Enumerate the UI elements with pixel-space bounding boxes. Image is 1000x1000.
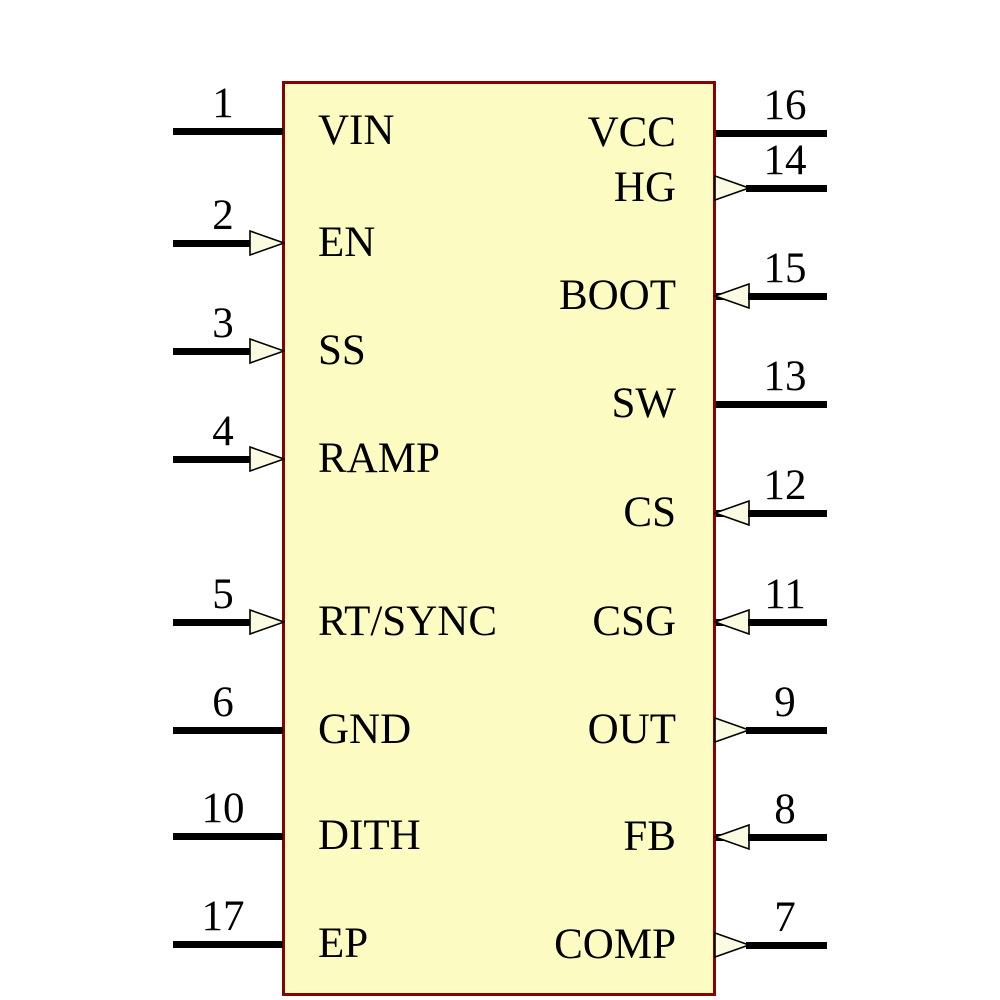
arrow-in-icon — [249, 608, 285, 636]
pin-number: 3 — [212, 300, 234, 347]
pin-label: CS — [623, 489, 676, 536]
pin-label: RT/SYNC — [318, 598, 498, 645]
pin-line — [716, 401, 827, 408]
pin-label: FB — [623, 813, 676, 860]
pin-label: EN — [318, 219, 376, 266]
pin-label: RAMP — [318, 435, 440, 482]
pin-number: 4 — [212, 408, 234, 455]
ic-body — [282, 81, 716, 996]
pin-label: HG — [613, 164, 676, 211]
pin-line — [173, 128, 283, 135]
arrow-in-icon — [714, 608, 750, 636]
pin-label: COMP — [554, 921, 676, 968]
arrow-out-icon — [714, 174, 750, 202]
pin-number: 1 — [212, 80, 234, 127]
pin-line — [748, 834, 827, 841]
pin-number: 7 — [774, 894, 796, 941]
pin-label: GND — [318, 706, 412, 753]
pin-line — [173, 833, 283, 840]
pin-line — [173, 348, 255, 355]
pin-label: SW — [611, 380, 677, 427]
pin-line — [746, 185, 827, 192]
pin-number: 8 — [774, 786, 796, 833]
pin-number: 5 — [212, 571, 234, 618]
pin-line — [748, 619, 827, 626]
arrow-in-icon — [714, 282, 750, 310]
pin-number: 16 — [763, 82, 807, 129]
pin-number: 10 — [201, 785, 245, 832]
pin-line — [173, 941, 283, 948]
pin-number: 12 — [763, 462, 807, 509]
pin-line — [746, 727, 827, 734]
pin-line — [716, 130, 827, 137]
pin-number: 15 — [763, 245, 807, 292]
pin-number: 14 — [763, 137, 807, 184]
pin-label: OUT — [587, 706, 676, 753]
arrow-out-icon — [714, 931, 750, 959]
arrow-in-icon — [249, 337, 285, 365]
pin-number: 17 — [201, 893, 245, 940]
arrow-in-icon — [714, 823, 750, 851]
pin-number: 11 — [764, 571, 806, 618]
pin-number: 13 — [763, 353, 807, 400]
pin-label: DITH — [318, 812, 421, 859]
pin-line — [748, 293, 827, 300]
pin-label: SS — [318, 327, 366, 374]
pin-number: 9 — [774, 679, 796, 726]
pin-label: BOOT — [558, 272, 676, 319]
pin-number: 2 — [212, 192, 234, 239]
pin-line — [173, 727, 283, 734]
pin-label: VCC — [587, 109, 676, 156]
pin-label: CSG — [592, 598, 676, 645]
pin-line — [173, 456, 255, 463]
pin-number: 6 — [212, 679, 234, 726]
pin-line — [748, 510, 827, 517]
pin-line — [173, 240, 255, 247]
arrow-in-icon — [249, 445, 285, 473]
arrow-in-icon — [249, 229, 285, 257]
pin-line — [173, 619, 255, 626]
pin-label: VIN — [318, 107, 395, 154]
pin-line — [746, 942, 827, 949]
arrow-in-icon — [714, 499, 750, 527]
arrow-out-icon — [714, 716, 750, 744]
pin-label: EP — [318, 920, 369, 967]
